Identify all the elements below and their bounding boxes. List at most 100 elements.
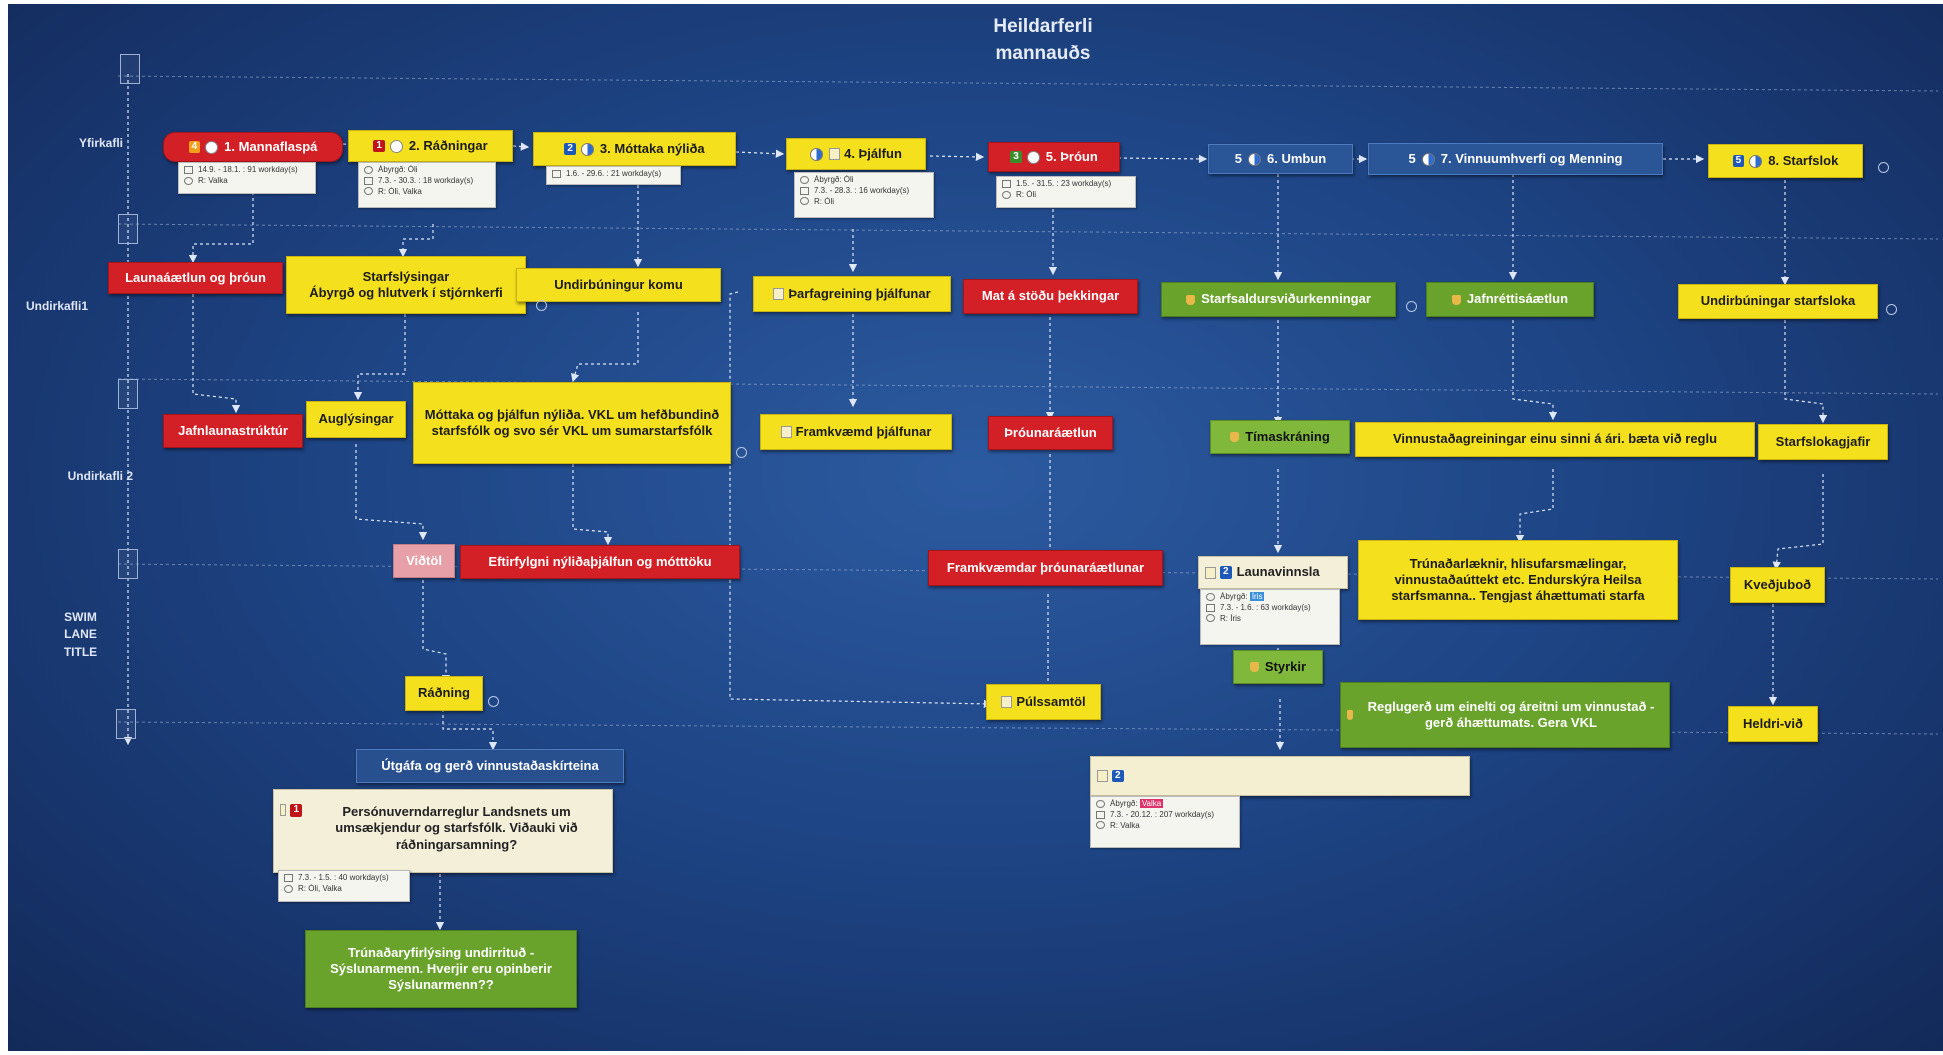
- link: [729, 291, 993, 709]
- priority-tag: 1: [290, 804, 303, 817]
- link: [422, 574, 451, 684]
- note-icon: [1205, 566, 1216, 579]
- task-pulssamtol[interactable]: Púlssamtöl: [986, 684, 1101, 720]
- task-label: Starfsaldursviðurkenningar: [1201, 291, 1371, 307]
- task-undirbuningar-starfsloka[interactable]: Undirbúningar starfsloka: [1678, 284, 1878, 319]
- priority-tag: 2: [1220, 566, 1232, 579]
- phase-label: 1. Mannaflaspá: [224, 138, 318, 154]
- progress-icon: [580, 142, 594, 156]
- phase-6-umbun[interactable]: 5 6. Umbun: [1208, 144, 1353, 174]
- phase-label: 4. Þjálfun: [844, 145, 902, 161]
- link: [572, 464, 613, 546]
- task-throunaraaetlun[interactable]: Þróunaráætlun: [988, 416, 1113, 450]
- priority-tag: 5: [1234, 150, 1242, 166]
- task-info-card: 1.5. - 31.5. : 23 workday(s) R: Óli: [996, 176, 1136, 208]
- lane-label-yfirkafli: Yfirkafli: [78, 136, 123, 150]
- task-framkvaemd-thjalfunar[interactable]: Framkvæmd þjálfunar: [760, 414, 952, 450]
- task-resources: R: Óli, Valka: [378, 186, 422, 196]
- task-dates: 7.3. - 1.5. : 40 workday(s): [298, 873, 389, 882]
- priority-tag: 5: [1408, 150, 1416, 166]
- task-blank[interactable]: 2: [1090, 756, 1470, 796]
- task-mat-stodu[interactable]: Mat á stöðu þekkingar: [963, 279, 1138, 314]
- task-resources: R: Óli: [814, 196, 834, 206]
- phase-link: [512, 142, 530, 151]
- task-reglugerd[interactable]: Reglugerð um einelti og áreitni um vinnu…: [1340, 682, 1670, 748]
- phase-1-mannaflaspa[interactable]: 4 1. Mannaflaspá: [163, 132, 343, 162]
- task-launavinnsla[interactable]: 2 Launavinnsla: [1198, 556, 1348, 589]
- phase-link: [735, 149, 785, 158]
- note-icon: [829, 148, 841, 160]
- task-label: Launavinnsla: [1236, 564, 1320, 580]
- phase-label: 6. Umbun: [1267, 150, 1327, 166]
- task-heldri-vid[interactable]: Heldri-við: [1728, 706, 1818, 742]
- hand-icon: [1451, 294, 1461, 305]
- task-resources: R: Valka: [1110, 820, 1140, 830]
- task-starfslysingar[interactable]: Starfslýsingar Ábyrgð og hlutverk í stjó…: [286, 256, 526, 314]
- expand-toggle[interactable]: [536, 300, 547, 311]
- lane-handle[interactable]: [118, 214, 138, 244]
- link: [1512, 314, 1558, 421]
- task-launaaaetlun[interactable]: Launaáætlun og þróun: [108, 262, 283, 294]
- task-responsible: Ábyrgð: Óli: [814, 175, 854, 184]
- task-framkvaemdar-throunar[interactable]: Framkvæmdar þróunaráætlunar: [928, 550, 1163, 586]
- task-info-card: Ábyrgð: Íris 7.3. - 1.6. : 63 workday(s)…: [1200, 589, 1340, 645]
- task-vidtol[interactable]: Viðtöl: [393, 544, 455, 578]
- task-mottaka-thjalfun[interactable]: Móttaka og þjálfun nýliða. VKL um hefðbu…: [413, 382, 731, 464]
- task-jafnrettis[interactable]: Jafnréttisáætlun: [1426, 282, 1594, 317]
- lane-handle[interactable]: [118, 379, 138, 409]
- task-eftirfylgni[interactable]: Eftirfylgni nýliðaþjálfun og mótttöku: [460, 545, 740, 579]
- priority-tag: 2: [1112, 769, 1124, 783]
- task-undirbuningur-komu[interactable]: Undirbúningur komu: [516, 268, 721, 302]
- priority-tag: 2: [564, 142, 576, 156]
- priority-tag: 3: [1010, 150, 1022, 164]
- expand-toggle[interactable]: [488, 696, 499, 707]
- task-radning[interactable]: Ráðning: [405, 676, 483, 711]
- task-starfsaldurs[interactable]: Starfsaldursviðurkenningar: [1161, 282, 1396, 317]
- task-dates: 7.3. - 28.3. : 16 workday(s): [814, 185, 910, 195]
- link: [188, 174, 254, 264]
- phase-4-thjalfun[interactable]: 4. Þjálfun: [786, 138, 926, 170]
- progress-icon: [810, 147, 824, 161]
- expand-toggle[interactable]: [736, 447, 747, 458]
- task-resources: R: Óli, Valka: [298, 883, 342, 893]
- task-trunadaryfirlysing[interactable]: Trúnaðaryfirlýsing undirrituð - Sýslunar…: [305, 930, 577, 1008]
- lane-handle[interactable]: [120, 54, 140, 84]
- task-resources: R: Íris: [1220, 613, 1241, 623]
- priority-tag: 4: [188, 140, 201, 154]
- lane-handle[interactable]: [116, 709, 136, 739]
- task-utgafa[interactable]: Útgáfa og gerð vinnustaðaskírteina: [356, 749, 624, 783]
- task-starfslokagjafir[interactable]: Starfslokagjafir: [1758, 424, 1888, 460]
- lane-handle[interactable]: [118, 549, 138, 579]
- task-responsible: Ábyrgð:: [1110, 799, 1138, 808]
- task-info-card: 1.6. - 29.6. : 21 workday(s): [546, 166, 681, 185]
- task-tharfagreining[interactable]: Þarfagreining þjálfunar: [753, 276, 951, 312]
- task-jafnlaunastruktur[interactable]: Jafnlaunastrúktúr: [163, 414, 303, 448]
- progress-icon: [389, 139, 403, 153]
- task-info-card: 14.9. - 18.1. : 91 workday(s) R: Valka: [178, 162, 316, 194]
- task-styrkir[interactable]: Styrkir: [1233, 650, 1323, 684]
- link: [442, 709, 498, 751]
- progress-icon: [1749, 154, 1763, 168]
- task-kvedjubod[interactable]: Kveðjuboð: [1730, 567, 1825, 603]
- diagram-board: Heildarferli mannauðs Yfirkafli Undirkaf…: [8, 4, 1943, 1051]
- task-resources: R: Valka: [198, 175, 228, 185]
- note-icon: [773, 288, 785, 300]
- lane-divider: [117, 75, 1939, 92]
- link: [353, 314, 406, 401]
- task-dates: 1.6. - 29.6. : 21 workday(s): [566, 169, 662, 178]
- expand-toggle[interactable]: [1886, 304, 1897, 315]
- task-timaskraning[interactable]: Tímaskráning: [1210, 420, 1350, 454]
- expand-toggle[interactable]: [1878, 162, 1889, 173]
- task-vinnustadagreiningar[interactable]: Vinnustaðagreiningar einu sinni á ári. b…: [1355, 422, 1755, 457]
- task-auglysingar[interactable]: Auglýsingar: [306, 401, 406, 438]
- responsible-name: Íris: [1249, 592, 1265, 601]
- expand-toggle[interactable]: [1406, 301, 1417, 312]
- phase-link: [929, 152, 985, 162]
- task-trunadarlaeknir[interactable]: Trúnaðarlæknir, hlisufarsmælingar, vinnu…: [1358, 540, 1678, 620]
